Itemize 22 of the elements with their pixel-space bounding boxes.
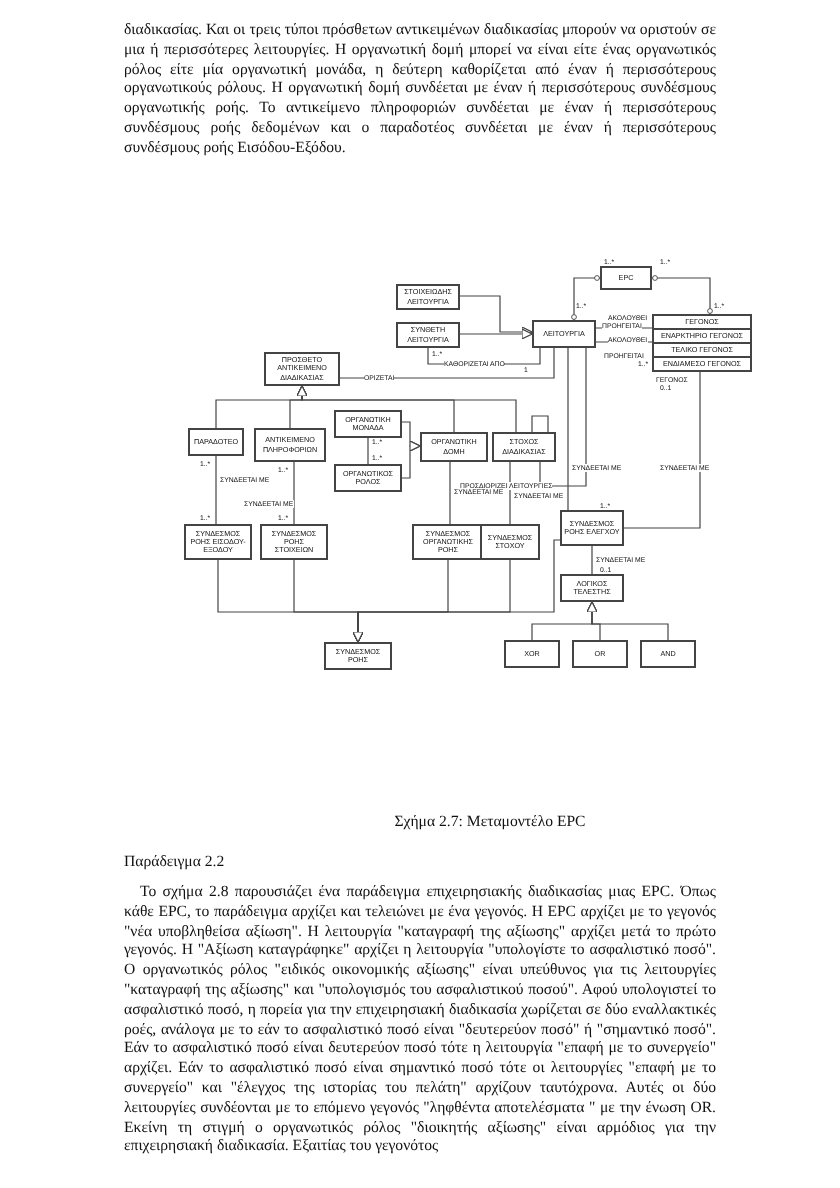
- association-line: [651, 275, 713, 315]
- generalization-arrow: [401, 440, 421, 479]
- generalization-arrow: [586, 601, 669, 641]
- association-line: [293, 461, 295, 525]
- generalization-arrow: [459, 328, 533, 340]
- association-line: [591, 545, 593, 575]
- generalization-arrow: [459, 295, 533, 338]
- class-box: [652, 314, 752, 372]
- generalization-arrow: [296, 385, 517, 433]
- association-line: [539, 347, 587, 487]
- association-line: [215, 455, 217, 525]
- generalization-arrow: [352, 539, 561, 643]
- association-line: [595, 341, 653, 343]
- association-line: [595, 327, 653, 329]
- association-line: [449, 461, 451, 525]
- association-line: [623, 371, 701, 529]
- association-line: [367, 437, 369, 465]
- association-line: [531, 415, 549, 433]
- association-line: [509, 461, 511, 525]
- association-line: [567, 347, 569, 511]
- association-line: [339, 347, 555, 379]
- association-line: [571, 275, 601, 321]
